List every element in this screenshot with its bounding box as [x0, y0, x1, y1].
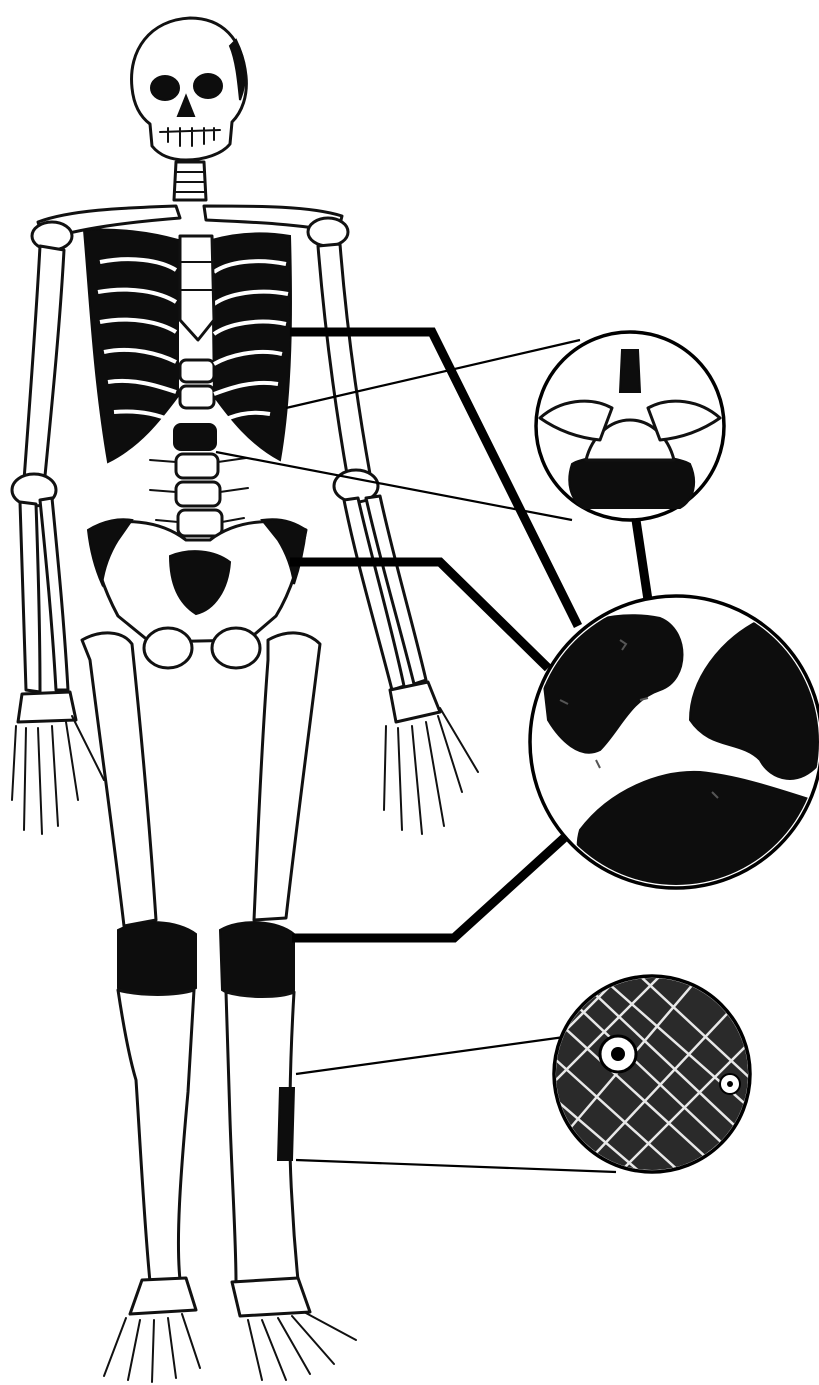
left-leg: [82, 633, 200, 1382]
affected-knee-right: [220, 922, 294, 999]
right-leg: [220, 633, 356, 1380]
vertebra-cross-section: [536, 332, 724, 520]
bone-tissue-close-up: [530, 596, 819, 900]
affected-tibia: [278, 1088, 294, 1160]
affected-vertebra: [174, 424, 216, 450]
skull: [132, 18, 247, 160]
affected-knee-left: [118, 922, 196, 997]
bone-micrograph: [552, 974, 752, 1174]
